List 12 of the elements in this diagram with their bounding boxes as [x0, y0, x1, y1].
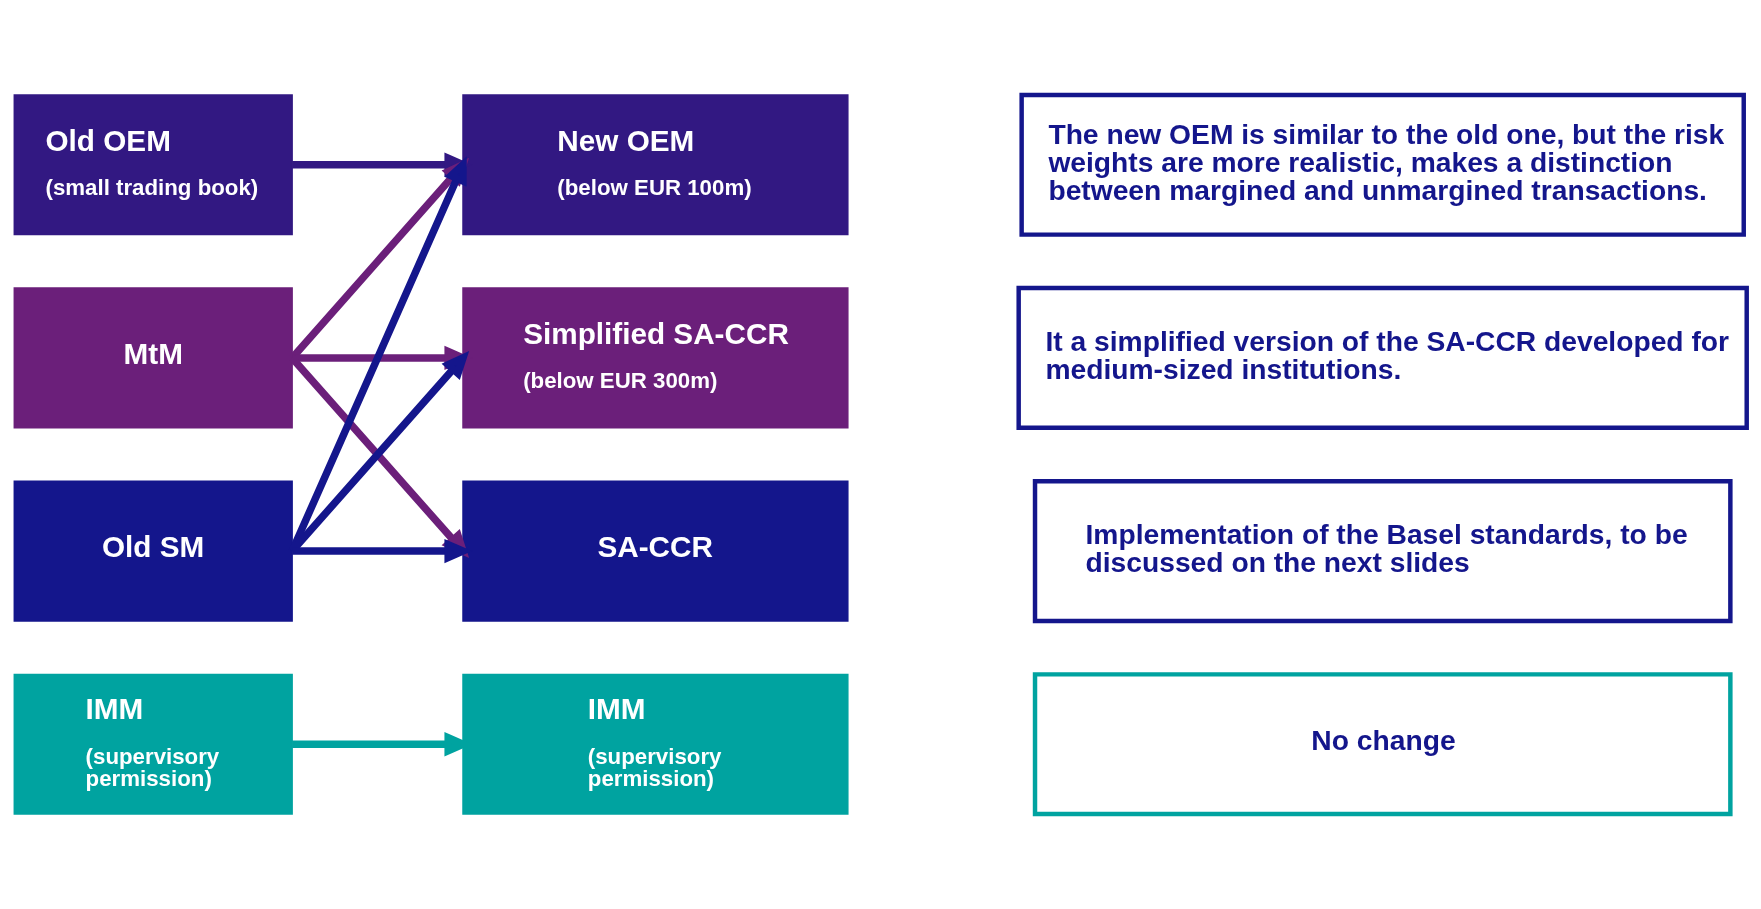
- node-box: Simplified SA-CCR (below EUR 300m): [462, 287, 849, 429]
- node-box: IMM (supervisory permission): [13, 673, 293, 815]
- node-box: IMM (supervisory permission): [462, 673, 849, 815]
- node-box: SA-CCR: [462, 480, 849, 622]
- node-box: Old OEM (small trading book): [13, 94, 293, 236]
- node-box: It a simplified version of the SA-CCR developed for medium-sized institutions.: [1016, 285, 1749, 430]
- node-box: MtM: [13, 287, 293, 429]
- node-box: Old SM: [13, 480, 293, 622]
- node-box: The new OEM is similar to the old one, but the risk weights are more realistic, makes a distinction between margined and unmargined transactions.: [1019, 92, 1746, 237]
- node-box: Implementation of the Basel standards, to be discussed on the next slides: [1032, 479, 1733, 624]
- node-box: New OEM (below EUR 100m): [462, 94, 849, 236]
- node-box: No change: [1032, 672, 1733, 817]
